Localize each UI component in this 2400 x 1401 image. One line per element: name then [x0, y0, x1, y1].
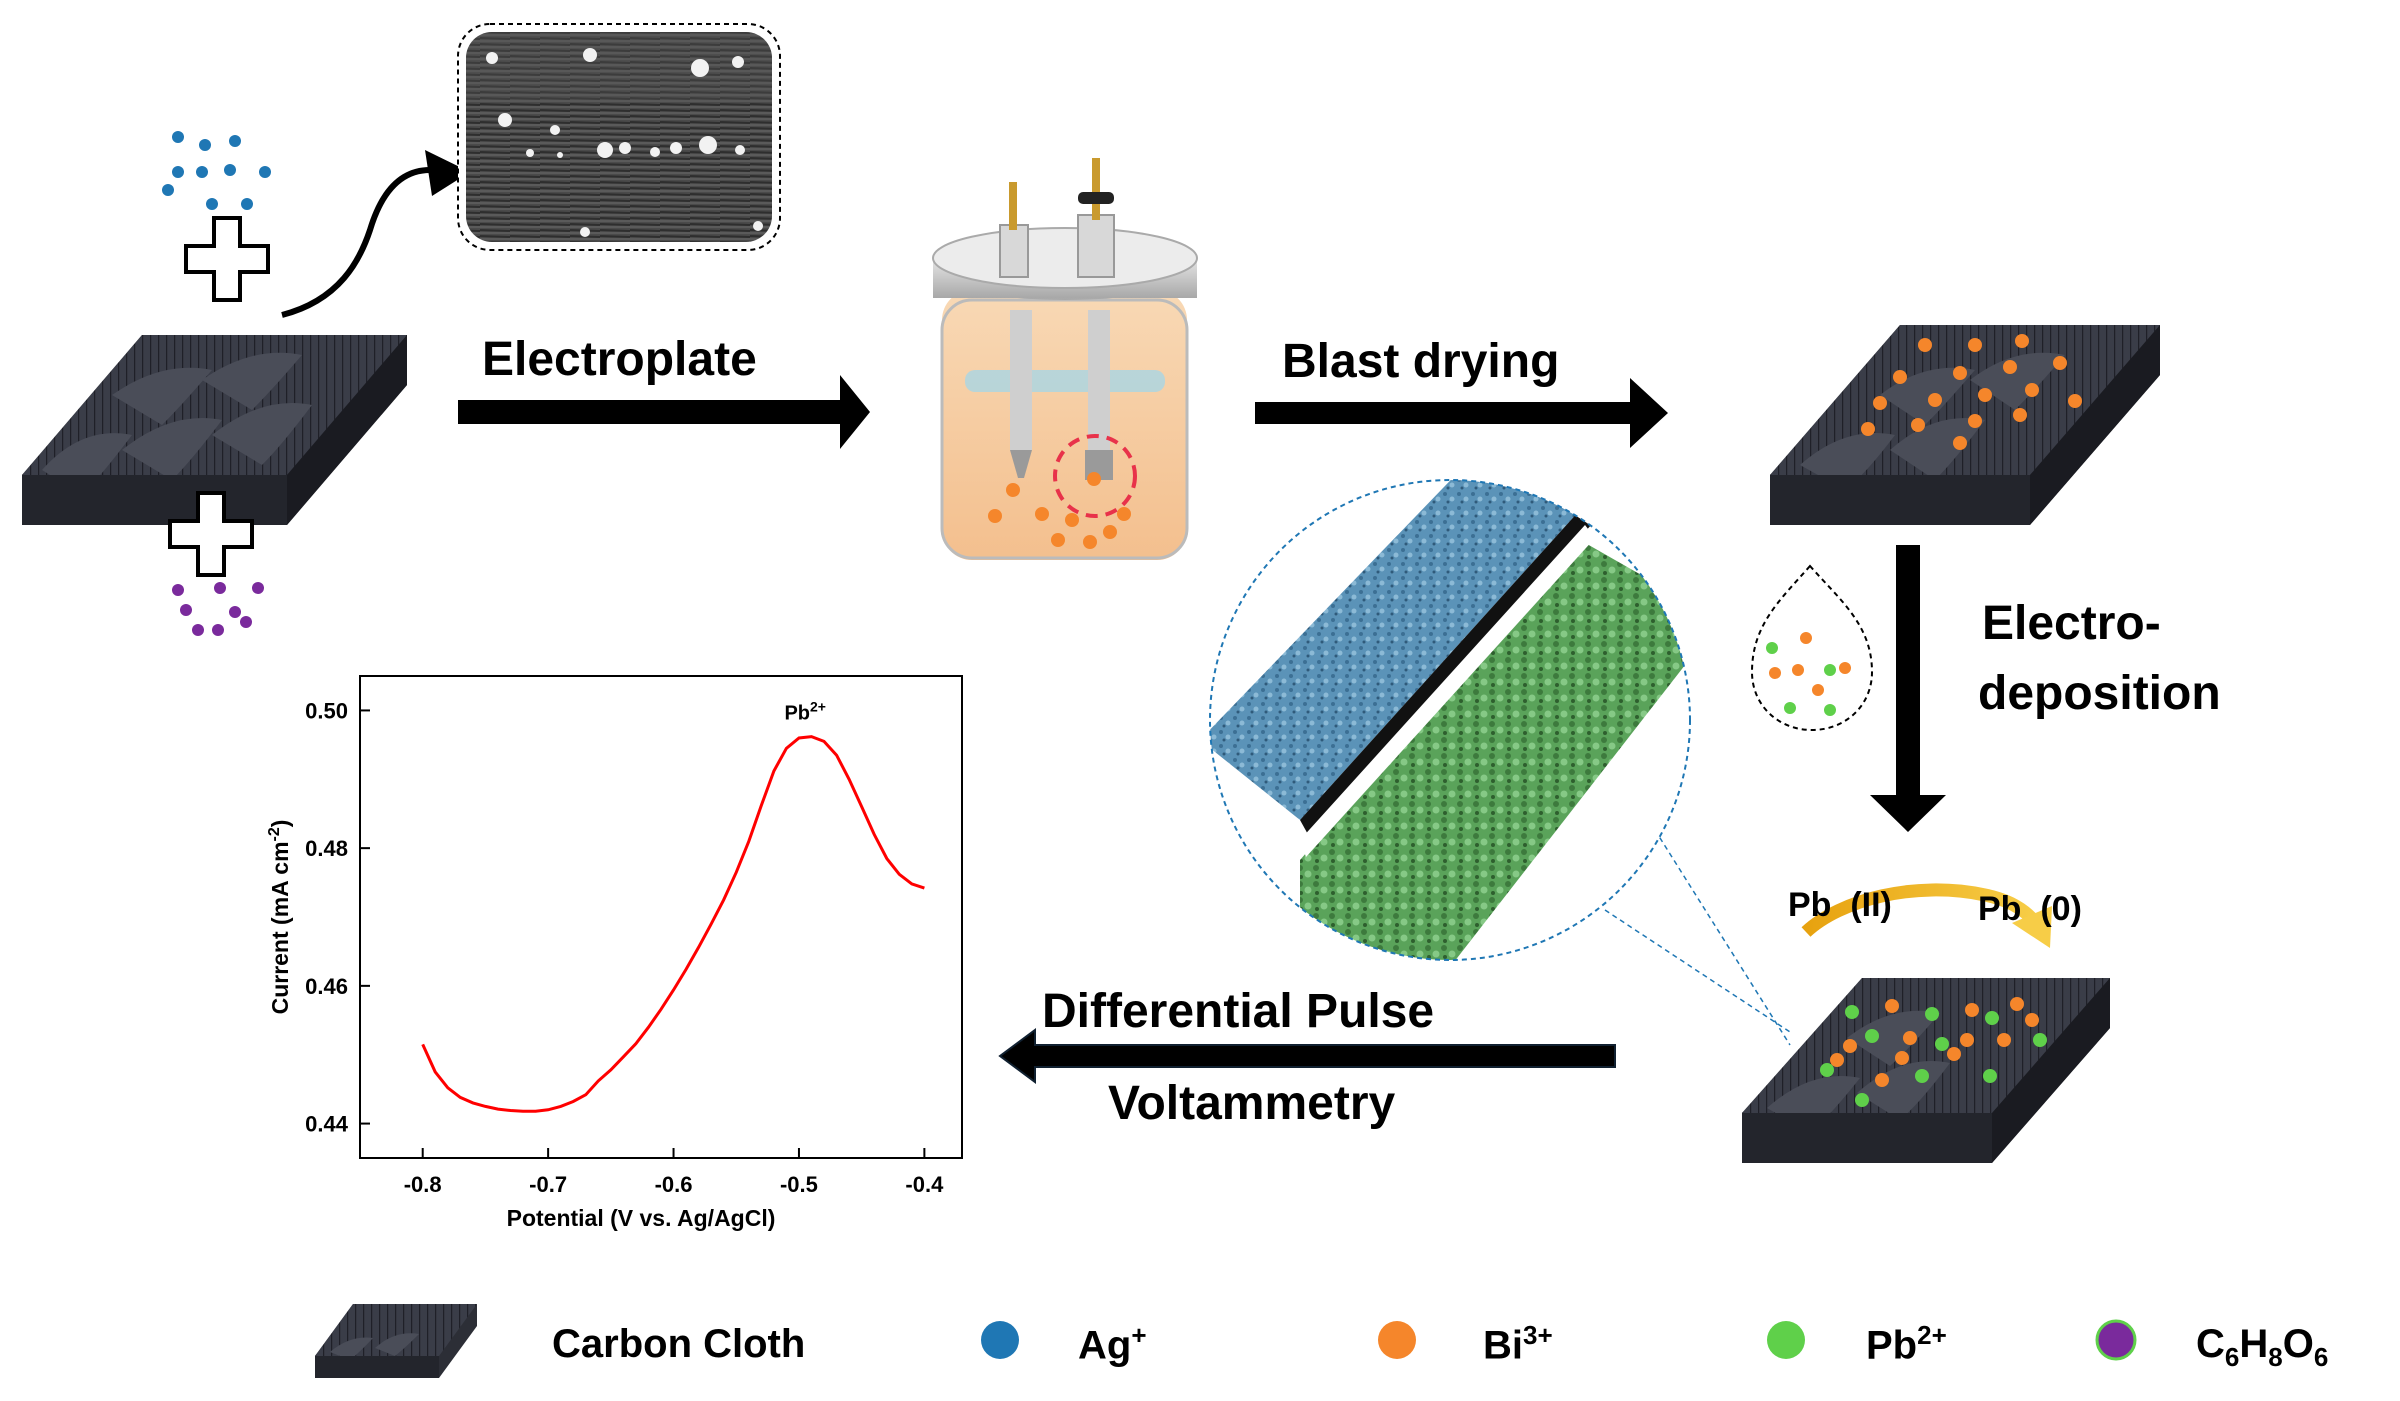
droplet-icon: [1750, 564, 1874, 732]
step-dpv-label-2: Voltammetry: [1108, 1077, 1396, 1130]
plus-icon: [184, 216, 270, 302]
x-tick-label: -0.7: [529, 1172, 567, 1197]
x-axis-label: Potential (V vs. Ag/AgCl): [507, 1205, 776, 1231]
legend-c6h8o6-label: C6H8O6: [2196, 1322, 2329, 1372]
y-tick-label: 0.50: [305, 698, 348, 723]
plus-icon: [168, 491, 254, 577]
carbon-cloth-bi-loaded: [1770, 325, 2160, 525]
electrochemical-cell-icon: [932, 158, 1198, 560]
reaction-from-label: Pb (II): [1788, 886, 1892, 924]
arrow-right-icon: [1255, 378, 1668, 448]
magnifier-circle: [1210, 480, 1690, 960]
y-tick-label: 0.46: [305, 974, 348, 999]
peak-annotation: Pb2+: [784, 699, 826, 725]
chart-frame: [359, 675, 963, 1159]
legend-pb-label: Pb2+: [1866, 1320, 1947, 1368]
c6h8o6-dots: [172, 582, 264, 636]
arrow-down-icon: [1870, 545, 1946, 832]
x-tick-label: -0.6: [655, 1172, 693, 1197]
series-line: [421, 735, 925, 1113]
reaction-to-label: Pb (0): [1978, 890, 2082, 928]
arrow-right-icon: [458, 375, 870, 449]
x-tick-label: -0.4: [905, 1172, 944, 1197]
carbon-cloth-bi-pb-loaded: [1742, 978, 2110, 1163]
step-dpv-label-1: Differential Pulse: [1042, 985, 1435, 1038]
step-electrodeposition-label-2: deposition: [1978, 667, 2221, 720]
y-tick-label: 0.48: [305, 836, 348, 861]
legend-bi-dot: [1378, 1321, 1416, 1359]
carbon-cloth-icon: [22, 335, 407, 525]
step-electrodeposition-label-1: Electro-: [1982, 597, 2161, 650]
legend-carbon-cloth-label: Carbon Cloth: [552, 1322, 806, 1366]
x-tick-label: -0.8: [404, 1172, 442, 1197]
legend-bi-label: Bi3+: [1483, 1320, 1553, 1368]
x-tick-label: -0.5: [780, 1172, 818, 1197]
dpv-chart: -0.8 -0.7 -0.6 -0.5 -0.4 0.44 0.46 0.48 0.50Pote…: [266, 675, 963, 1231]
legend-c6h8o6-dot: [2095, 1319, 2137, 1361]
y-axis-label: Current (mA cm-2): [266, 820, 293, 1015]
legend-ag-dot: [981, 1321, 1019, 1359]
legend-carbon-cloth-icon: [315, 1304, 477, 1378]
sem-image: [466, 32, 772, 242]
curved-arrow-icon: [281, 167, 431, 318]
step-blast-drying-label: Blast drying: [1282, 335, 1560, 388]
legend-pb-dot: [1767, 1321, 1805, 1359]
legend-ag-label: Ag+: [1078, 1320, 1147, 1368]
arrow-left-icon: [998, 1028, 1616, 1084]
ag-ion-dots: [162, 131, 271, 210]
y-tick-label: 0.44: [305, 1112, 349, 1137]
step-electroplate-label: Electroplate: [482, 333, 757, 386]
reaction-arrow-icon: [1801, 883, 2040, 937]
